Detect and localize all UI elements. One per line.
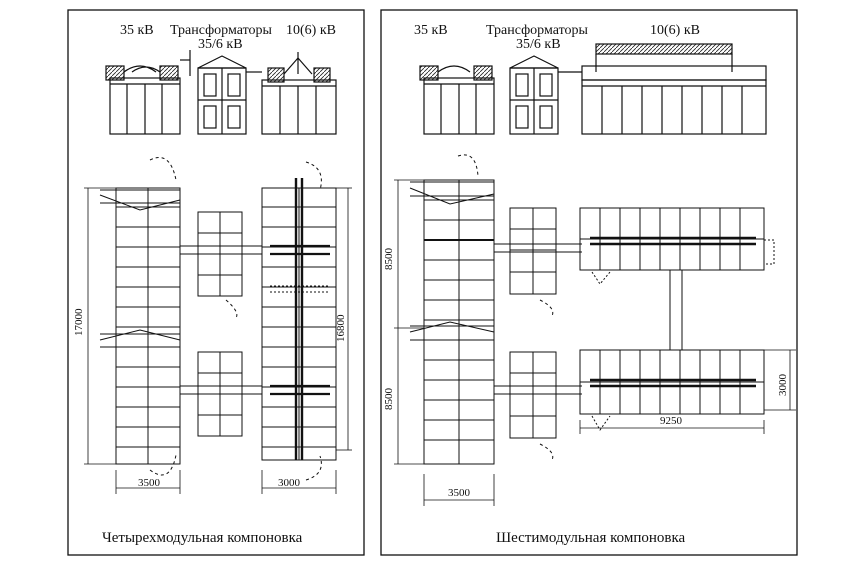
dim-8500-upper: 8500 [383,248,395,271]
plan-10-6kv-column [261,161,337,481]
label-transformer-rating: 35/6 кВ [516,37,561,52]
dim-3000: 3000 [278,477,301,489]
dimension-lines [84,187,352,494]
caption-four-module: Четырехмодульная компоновка [102,530,303,546]
caption-six-module: Шестимодульная компоновка [496,530,686,546]
label-10-6kv: 10(6) кВ [286,23,336,38]
elevation-view [105,50,337,135]
dim-8500-lower: 8500 [383,388,395,411]
label-35kv: 35 кВ [120,23,154,38]
dim-17000: 17000 [73,308,85,336]
dim-3000: 3000 [777,374,789,397]
dimension-lines [394,179,796,506]
dim-3500: 3500 [138,477,161,489]
panel-four-module: 35 кВ Трансформаторы 35/6 кВ 10(6) кВ [67,9,365,556]
label-35kv: 35 кВ [414,23,448,38]
label-transformers: Трансформаторы [486,23,589,38]
plan-transformers [180,211,262,437]
plan-10-6kv-blocks [579,207,775,431]
dim-9250: 9250 [660,415,683,427]
label-transformer-rating: 35/6 кВ [198,37,243,52]
panel-frame [67,9,365,556]
dim-3500: 3500 [448,487,471,499]
plan-35kv-column [99,157,181,476]
plan-35kv-column [409,154,495,465]
label-10-6kv: 10(6) кВ [650,23,700,38]
label-transformers: Трансформаторы [170,23,273,38]
dim-16800: 16800 [335,314,347,342]
plan-transformers [494,207,582,461]
elevation-view [419,43,767,135]
panel-frame [380,9,798,556]
panel-six-module: 35 кВ Трансформаторы 35/6 кВ 10(6) кВ [380,9,798,556]
